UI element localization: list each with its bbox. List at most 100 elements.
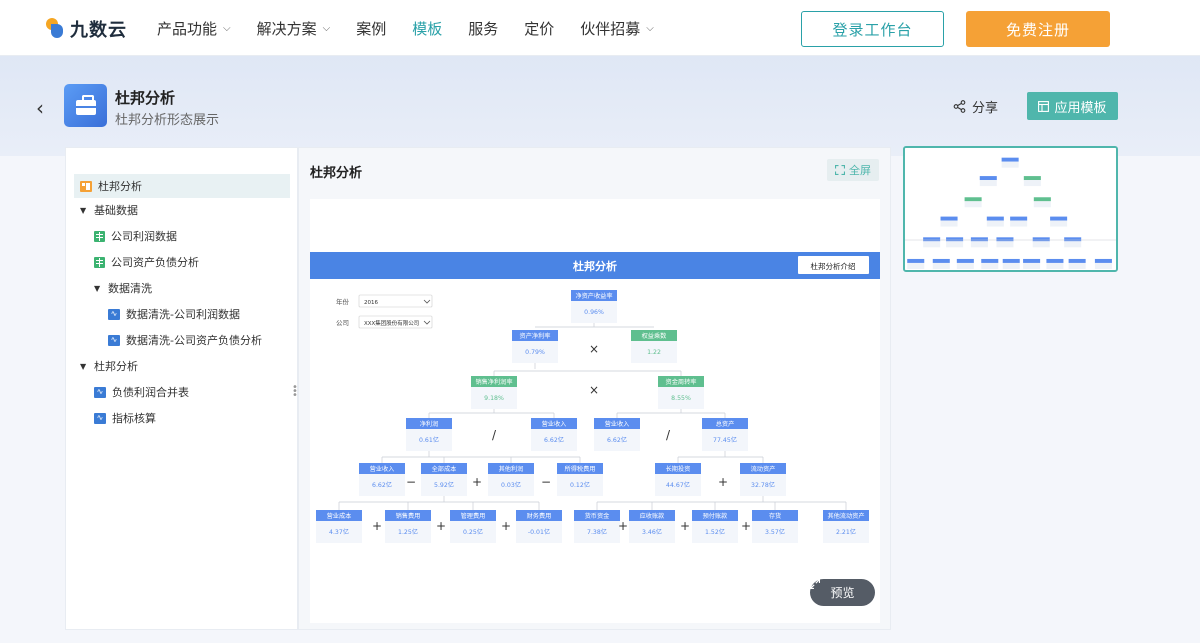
nav-item-1[interactable]: 解决方案⌵ bbox=[257, 18, 331, 39]
resize-handle-icon[interactable]: ••• bbox=[292, 382, 298, 401]
nav-item-label: 解决方案 bbox=[256, 19, 317, 38]
thumb-node bbox=[964, 197, 982, 202]
tree-item-label: 数据清洗-公司资产负债分析 bbox=[126, 334, 262, 347]
tree-item-1[interactable]: ▼基础数据 bbox=[80, 200, 138, 220]
nav-item-4[interactable]: 服务 bbox=[468, 18, 498, 39]
nav-item-0[interactable]: 产品功能⌵ bbox=[157, 18, 231, 39]
node-inv: 存货3.57亿 bbox=[752, 510, 798, 543]
operator: + bbox=[472, 475, 482, 489]
node-label: 净利润 bbox=[420, 420, 439, 428]
tree-item-label: 指标核算 bbox=[112, 412, 156, 425]
node-label: 净资产收益率 bbox=[575, 292, 612, 300]
thumb-node-body bbox=[932, 262, 950, 269]
node-header bbox=[571, 290, 617, 301]
node-value: 77.45亿 bbox=[713, 436, 737, 444]
thumb-node bbox=[956, 258, 974, 263]
nav-item-3[interactable]: 模板 bbox=[412, 18, 442, 39]
thumb-node-body bbox=[1033, 201, 1051, 208]
caret-down-icon: ▼ bbox=[80, 361, 87, 371]
node-value: 1.25亿 bbox=[398, 528, 418, 536]
thumb-node bbox=[1023, 176, 1041, 181]
thumb-node bbox=[1064, 237, 1082, 242]
node-value: 7.38亿 bbox=[587, 528, 607, 536]
nav-menu: 产品功能⌵ 解决方案⌵ 案例 模板 服务 定价 伙伴招募⌵ bbox=[157, 0, 680, 56]
tree-item-3[interactable]: 公司资产负债分析 bbox=[94, 252, 199, 272]
filter-value: 2016 bbox=[364, 300, 378, 306]
node-label: 资产净利率 bbox=[520, 332, 551, 340]
flow-icon: ∿ bbox=[108, 308, 120, 320]
operator: / bbox=[492, 428, 497, 442]
tree-item-label: 公司利润数据 bbox=[111, 230, 177, 243]
thumb-node-body bbox=[1064, 241, 1082, 248]
node-header bbox=[516, 510, 562, 521]
thumb-node-body bbox=[1094, 262, 1112, 269]
tree-item-label: 杜邦分析 bbox=[98, 180, 142, 193]
tree-item-7[interactable]: ▼ 杜邦分析 bbox=[80, 356, 138, 376]
node-value: 8.55% bbox=[671, 395, 691, 402]
node-header bbox=[692, 510, 738, 521]
node-header bbox=[385, 510, 431, 521]
chevron-down-icon bbox=[423, 299, 431, 304]
preview-button[interactable]: 预览 bbox=[810, 579, 875, 606]
apply-template-button[interactable]: 应用模板 bbox=[1027, 92, 1118, 120]
tree-item-4[interactable]: ▼数据清洗 bbox=[94, 278, 152, 298]
tree-item-8[interactable]: ∿负债利润合并表 bbox=[94, 382, 189, 402]
thumb-node bbox=[970, 237, 988, 242]
free-register-button[interactable]: 免费注册 bbox=[966, 11, 1110, 47]
thumb-node-body bbox=[964, 201, 982, 208]
page-thumbnail[interactable] bbox=[903, 146, 1118, 272]
login-workspace-button[interactable]: 登录工作台 bbox=[801, 11, 944, 47]
fullscreen-button[interactable]: 全屏 bbox=[827, 159, 879, 181]
node-header bbox=[471, 376, 517, 387]
back-arrow-icon[interactable]: ‹ bbox=[36, 96, 44, 120]
logo-text: 九数云 bbox=[70, 20, 127, 41]
node-header bbox=[594, 418, 640, 429]
sheet-icon bbox=[94, 230, 105, 242]
thumb-node-body bbox=[1023, 262, 1041, 269]
share-button[interactable]: 分享 bbox=[953, 97, 998, 116]
node-header bbox=[512, 330, 558, 341]
tree-item-0[interactable]: 杜邦分析 bbox=[74, 174, 290, 198]
tree-item-6[interactable]: ∿数据清洗-公司资产负债分析 bbox=[108, 330, 262, 350]
top-navbar: 九数云 产品功能⌵ 解决方案⌵ 案例 模板 服务 定价 伙伴招募⌵ 登录工作台 免费注册 bbox=[0, 0, 1200, 56]
fullscreen-icon bbox=[835, 165, 845, 175]
tree-item-9[interactable]: ∿指标核算 bbox=[94, 408, 156, 428]
node-header bbox=[359, 463, 405, 474]
tree-item-5[interactable]: ∿数据清洗-公司利润数据 bbox=[108, 304, 240, 324]
node-value: 0.96% bbox=[584, 309, 604, 316]
operator: + bbox=[718, 475, 728, 489]
node-header bbox=[450, 510, 496, 521]
node-header bbox=[557, 463, 603, 474]
node-label: 流动资产 bbox=[751, 465, 776, 473]
node-value: 5.92亿 bbox=[434, 481, 454, 489]
intro-button-label: 杜邦分析介绍 bbox=[811, 261, 856, 271]
node-label: 总资产 bbox=[716, 420, 735, 428]
node-label: 货币资金 bbox=[585, 512, 611, 520]
nav-item-2[interactable]: 案例 bbox=[356, 18, 386, 39]
dashboard-title: 杜邦分析 bbox=[310, 166, 363, 181]
nav-item-5[interactable]: 定价 bbox=[524, 18, 554, 39]
banner-title: 杜邦分析 bbox=[573, 259, 617, 273]
tree-item-2[interactable]: 公司利润数据 bbox=[94, 226, 177, 246]
node-cash: 货币资金 7.38亿 bbox=[574, 510, 620, 543]
flow-icon: ∿ bbox=[94, 386, 106, 398]
tree-item-label: 杜邦分析 bbox=[94, 360, 138, 373]
node-label: 营业成本 bbox=[327, 512, 352, 520]
nav-item-label: 案例 bbox=[356, 19, 387, 38]
thumb-node bbox=[979, 176, 997, 181]
nav-item-6[interactable]: 伙伴招募⌵ bbox=[580, 18, 654, 39]
node-value: -0.01亿 bbox=[528, 528, 550, 536]
node-header bbox=[658, 376, 704, 387]
node-label: 所得税费用 bbox=[565, 465, 596, 473]
operator: × bbox=[589, 383, 599, 397]
banner bbox=[310, 252, 880, 279]
logo[interactable]: 九数云 bbox=[46, 16, 127, 42]
expand-icon bbox=[810, 579, 820, 589]
node-header bbox=[823, 510, 869, 521]
